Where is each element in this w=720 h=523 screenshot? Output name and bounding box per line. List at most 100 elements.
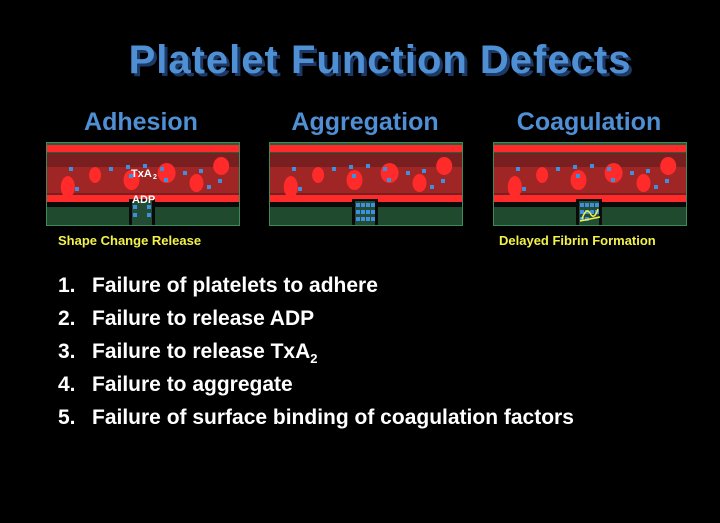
platelet: [646, 169, 650, 173]
platelet-plug: [371, 217, 375, 221]
platelet-plug: [366, 210, 370, 214]
list-number: 2.: [58, 307, 76, 330]
platelet-plug: [590, 210, 594, 214]
heading-coagulation: Coagulation: [516, 108, 662, 136]
platelet: [430, 185, 434, 189]
heading-aggregation: Aggregation: [291, 108, 439, 136]
caption-delayed-fibrin: Delayed Fibrin Formation: [499, 233, 656, 248]
platelet: [406, 171, 410, 175]
caption-shape-change-release: Shape Change Release: [58, 233, 202, 248]
platelet-plug: [585, 210, 589, 214]
list-text: Failure to release ADP: [92, 307, 315, 330]
platelet-plug: [133, 213, 137, 217]
red-blood-cell: [312, 167, 325, 183]
platelet-plug: [133, 205, 137, 209]
platelet-plug: [585, 203, 589, 207]
platelet-plug: [361, 210, 365, 214]
platelet: [611, 178, 615, 182]
platelet: [607, 167, 611, 171]
list-item: 5.Failure of surface binding of coagulat…: [58, 404, 574, 437]
platelet-plug: [361, 203, 365, 207]
platelet: [576, 174, 580, 178]
platelet-plug: [595, 203, 599, 207]
list-number: 1.: [58, 274, 76, 297]
endothelium-top: [47, 145, 239, 152]
platelet-plug: [147, 213, 151, 217]
platelet-plug: [356, 203, 360, 207]
platelet: [298, 187, 302, 191]
platelet: [352, 174, 356, 178]
platelet-plug: [366, 217, 370, 221]
platelet: [422, 169, 426, 173]
list-subscript: 2: [310, 351, 318, 367]
platelet: [630, 171, 634, 175]
red-blood-cell: [570, 170, 587, 190]
list-item: 2. Failure to release ADP: [58, 305, 574, 338]
platelet: [332, 167, 336, 171]
list-number: 3.: [58, 340, 76, 363]
aggregation-diagram: [269, 142, 463, 226]
red-blood-cell: [60, 176, 75, 198]
platelet: [207, 185, 211, 189]
red-blood-cell: [189, 174, 204, 192]
platelet: [292, 167, 296, 171]
list-text: Failure to aggregate: [92, 373, 293, 396]
defect-list: 1.Failure of platelets to adhere 2. Failu…: [58, 272, 574, 437]
platelet-plug: [356, 217, 360, 221]
list-text: Failure to release TxA: [92, 340, 311, 363]
red-blood-cell: [346, 170, 363, 190]
platelet-plug: [371, 210, 375, 214]
list-item: 1.Failure of platelets to adhere: [58, 272, 574, 305]
platelet-plug: [147, 205, 151, 209]
platelet-plug: [356, 210, 360, 214]
platelet: [183, 171, 187, 175]
fibrin-strands: [579, 208, 601, 222]
platelet: [218, 179, 222, 183]
platelet: [199, 169, 203, 173]
platelet: [126, 165, 130, 169]
platelet: [556, 167, 560, 171]
platelet: [349, 165, 353, 169]
platelet: [665, 179, 669, 183]
platelet: [366, 164, 370, 168]
red-blood-cell: [536, 167, 549, 183]
list-item: 3. Failure to release TxA2: [58, 338, 574, 371]
list-number: 4.: [58, 373, 76, 396]
platelet-plug: [580, 203, 584, 207]
platelet: [516, 167, 520, 171]
platelet-plug: [361, 217, 365, 221]
platelet: [109, 167, 113, 171]
platelet: [164, 178, 168, 182]
list-number: 5.: [58, 406, 76, 429]
platelet-plug: [590, 203, 594, 207]
red-blood-cell: [436, 157, 453, 175]
list-item: 4. Failure to aggregate: [58, 371, 574, 404]
platelet: [143, 164, 147, 168]
endothelium-top: [494, 145, 686, 152]
adp-label: ADP: [132, 194, 155, 206]
platelet: [387, 178, 391, 182]
heading-adhesion: Adhesion: [84, 108, 198, 136]
platelet: [129, 174, 133, 178]
platelet: [573, 165, 577, 169]
red-blood-cell: [660, 157, 677, 175]
platelet-plug: [366, 203, 370, 207]
red-blood-cell: [89, 167, 102, 183]
platelet: [383, 167, 387, 171]
slide-title: Platelet Function Defects: [128, 38, 632, 82]
platelet: [522, 187, 526, 191]
txa2-label: TxA: [131, 168, 152, 180]
red-blood-cell: [123, 170, 140, 190]
endothelium-bottom: [494, 195, 686, 202]
red-blood-cell: [636, 174, 651, 192]
platelet: [75, 187, 79, 191]
red-blood-cell: [213, 157, 230, 175]
txa2-subscript: 2: [153, 174, 157, 181]
platelet: [654, 185, 658, 189]
platelet: [441, 179, 445, 183]
platelet: [69, 167, 73, 171]
platelet: [160, 167, 164, 171]
platelet: [590, 164, 594, 168]
platelet-plug: [371, 203, 375, 207]
